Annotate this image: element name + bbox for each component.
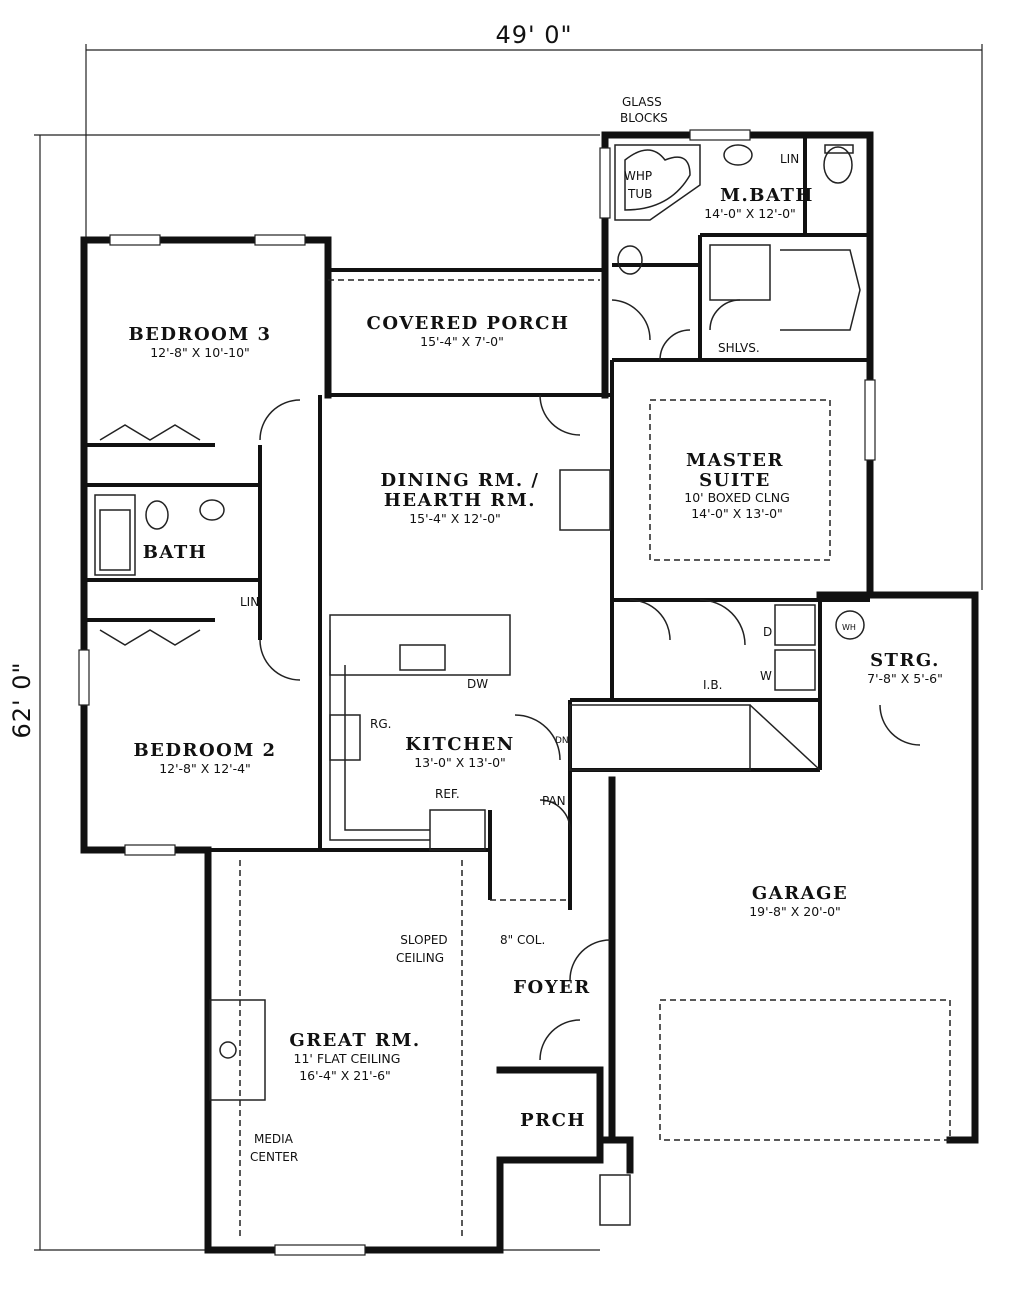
kitchen-name: KITCHEN	[405, 734, 514, 755]
great-rm-note: 11' FLAT CEILING	[294, 1051, 401, 1066]
doors	[259, 299, 921, 1061]
dn-label: DN	[555, 736, 569, 746]
sloped-label-1: SLOPED	[400, 933, 447, 947]
dining-name-2: HEARTH RM.	[384, 490, 536, 511]
kitchen-size: 13'-0" X 13'-0"	[414, 755, 506, 770]
dashed-features	[239, 279, 951, 1240]
prch-name: PRCH	[520, 1110, 586, 1131]
garage-size: 19'-8" X 20'-0"	[749, 904, 841, 919]
master-name-1: MASTER	[686, 450, 784, 471]
windows	[78, 129, 876, 1256]
ref-label: REF.	[435, 787, 460, 801]
great-rm-size: 16'-4" X 21'-6"	[299, 1068, 391, 1083]
interior-walls	[84, 135, 870, 910]
shlvs-label: SHLVS.	[718, 341, 760, 355]
exterior-walls	[80, 131, 979, 1254]
garage-name: GARAGE	[752, 883, 848, 904]
media-label-2: CENTER	[250, 1150, 298, 1164]
sloped-label-2: CEILING	[396, 951, 444, 965]
dining-size: 15'-4" X 12'-0"	[409, 511, 501, 526]
bath-name: BATH	[143, 542, 208, 563]
lin2-label: LIN	[240, 595, 259, 609]
strg-size: 7'-8" X 5'-6"	[867, 671, 943, 686]
col-label: 8" COL.	[500, 933, 545, 947]
covered-porch-size: 15'-4" X 7'-0"	[420, 334, 504, 349]
depth-dimension: 62' 0"	[8, 661, 36, 738]
ib-label: I.B.	[703, 678, 722, 692]
bedroom2-size: 12'-8" X 12'-4"	[159, 761, 251, 776]
tub-label: TUB	[627, 187, 652, 201]
glass-label: GLASS	[622, 95, 662, 109]
width-dimension: 49' 0"	[495, 21, 572, 49]
bedroom3-size: 12'-8" X 10'-10"	[150, 345, 250, 360]
d-label: D	[763, 625, 772, 639]
blocks-label: BLOCKS	[620, 111, 668, 125]
dw-label: DW	[467, 677, 488, 691]
pan-label: PAN	[542, 794, 566, 808]
strg-name: STRG.	[870, 650, 940, 671]
bedroom3-name: BEDROOM 3	[128, 324, 271, 345]
great-rm-name: GREAT RM.	[289, 1030, 420, 1051]
w-label: W	[760, 669, 772, 683]
m-bath-name: M.BATH	[720, 185, 814, 206]
media-label-1: MEDIA	[254, 1132, 294, 1146]
whp-label: WHP	[624, 169, 652, 183]
foyer-name: FOYER	[513, 977, 591, 998]
wh-label: WH	[842, 623, 856, 632]
lin-label: LIN	[780, 152, 799, 166]
fixtures	[94, 144, 865, 1226]
master-note: 10' BOXED CLNG	[684, 490, 790, 505]
master-size: 14'-0" X 13'-0"	[691, 506, 783, 521]
dining-name-1: DINING RM. /	[381, 470, 540, 491]
covered-porch-name: COVERED PORCH	[367, 313, 570, 334]
rg-label: RG.	[370, 717, 391, 731]
m-bath-size: 14'-0" X 12'-0"	[704, 206, 796, 221]
bedroom2-name: BEDROOM 2	[133, 740, 276, 761]
master-name-2: SUITE	[699, 470, 771, 491]
